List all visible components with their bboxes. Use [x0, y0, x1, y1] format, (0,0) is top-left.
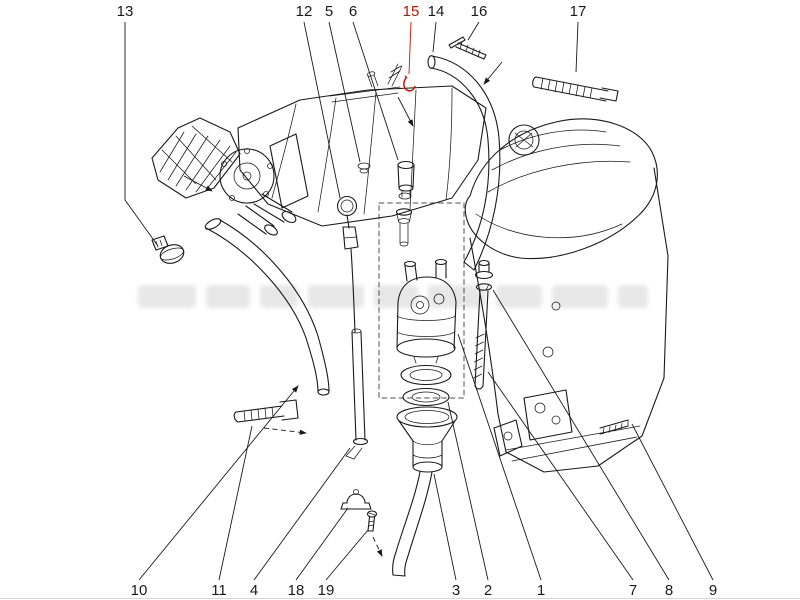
callout-5: 5 — [325, 3, 333, 20]
callout-9: 9 — [709, 582, 717, 599]
tie-wrap-11 — [233, 399, 307, 435]
vent-hose-14 — [427, 55, 501, 271]
callout-2: 2 — [484, 582, 492, 599]
callout-6: 6 — [349, 3, 357, 20]
throttle-body — [183, 133, 309, 236]
callout-14: 14 — [428, 3, 445, 20]
breather-grommet-6 — [397, 160, 415, 198]
callout-18: 18 — [288, 582, 305, 599]
breather-hose-10 — [204, 218, 330, 396]
callout-4: 4 — [250, 582, 258, 599]
leader-lines — [124, 21, 714, 581]
intake-manifold — [237, 63, 487, 227]
cable-strap-17 — [532, 76, 619, 102]
watermark — [138, 285, 648, 308]
bolt-7-washers-8 — [473, 259, 494, 390]
callout-12: 12 — [296, 3, 313, 20]
callout-7: 7 — [629, 582, 637, 599]
engine-block — [469, 167, 669, 473]
saddle-clamp-18 — [340, 489, 372, 510]
callout-labels: 13 12 5 6 15 14 16 17 10 11 4 18 19 3 2 … — [117, 3, 718, 599]
detail-box — [378, 202, 465, 399]
dipstick-12 — [336, 195, 359, 333]
screw-19 — [366, 510, 383, 557]
clamp-screw-16 — [448, 36, 503, 85]
callout-1: 1 — [537, 582, 545, 599]
callout-3: 3 — [452, 582, 460, 599]
callout-8: 8 — [665, 582, 673, 599]
dipstick-tube-4 — [345, 328, 369, 460]
oil-separator-1 — [396, 258, 457, 364]
callout-17: 17 — [570, 3, 587, 20]
seal-rings-2 — [400, 364, 452, 407]
valve-cover — [464, 118, 658, 260]
separator-inlet-stub — [395, 208, 413, 247]
air-intake-duct — [151, 117, 241, 199]
clip-15 — [403, 75, 416, 92]
funnel-tube-3 — [392, 406, 458, 577]
callout-13: 13 — [117, 3, 134, 20]
callout-16: 16 — [471, 3, 488, 20]
callout-11: 11 — [211, 582, 227, 599]
callout-10: 10 — [131, 582, 148, 599]
callout-15-highlighted: 15 — [403, 3, 420, 20]
hose-clamp-13 — [151, 235, 185, 264]
callout-19: 19 — [318, 582, 335, 599]
